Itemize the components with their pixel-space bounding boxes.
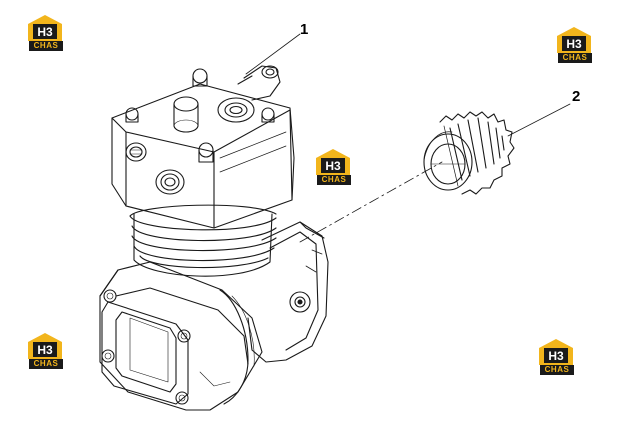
head-bolt-1 xyxy=(192,68,208,84)
watermark-logo: H3 CHAS xyxy=(312,148,354,186)
discharge-port xyxy=(217,97,255,123)
air-compressor-part-1 xyxy=(99,65,329,411)
cover-bolt-1 xyxy=(103,289,117,303)
logo-mark-icon: H3 xyxy=(28,333,62,359)
svg-text:H3: H3 xyxy=(325,159,341,173)
svg-text:H3: H3 xyxy=(37,343,53,357)
cooling-fin-3 xyxy=(131,235,277,252)
svg-text:H3: H3 xyxy=(37,25,53,39)
cooling-fin-1 xyxy=(129,215,277,231)
cover-bolt-3 xyxy=(101,349,115,363)
assembly-axis-line xyxy=(299,161,443,243)
logo-text: CHAS xyxy=(29,41,63,51)
gear-teeth xyxy=(439,111,515,195)
logo-mark-icon: H3 xyxy=(539,339,573,365)
side-port-outlet xyxy=(155,169,185,195)
side-port-threaded xyxy=(125,142,147,162)
cylinder-body xyxy=(133,213,273,277)
watermark-logo: H3 CHAS xyxy=(535,338,577,376)
logo-mark-icon: H3 xyxy=(28,15,62,41)
cover-bolt-2 xyxy=(177,329,191,343)
gear-hub xyxy=(423,133,473,191)
callout-number-2: 2 xyxy=(572,88,581,105)
logo-mark-icon: H3 xyxy=(557,27,591,53)
logo-text: CHAS xyxy=(317,175,351,185)
svg-text:H3: H3 xyxy=(566,37,582,51)
intake-port xyxy=(173,96,199,112)
head-bolt-3 xyxy=(261,107,275,121)
watermark-logo: H3 CHAS xyxy=(24,14,66,52)
drive-gear-part-2 xyxy=(423,111,515,195)
elbow-fitting xyxy=(243,65,281,101)
cover-bolt-4 xyxy=(175,391,189,405)
leader-line-1 xyxy=(245,33,301,75)
cooling-fin-2 xyxy=(131,225,277,242)
callout-number-1: 1 xyxy=(300,21,309,38)
svg-text:H3: H3 xyxy=(548,349,564,363)
logo-mark-icon: H3 xyxy=(316,149,350,175)
logo-text: CHAS xyxy=(29,359,63,369)
crankcase-housing xyxy=(99,261,263,411)
mounting-flange xyxy=(247,221,329,363)
logo-text: CHAS xyxy=(558,53,592,63)
logo-text: CHAS xyxy=(540,365,574,375)
cooling-fin-4 xyxy=(133,245,275,262)
watermark-logo: H3 CHAS xyxy=(553,26,595,64)
leader-line-2 xyxy=(507,103,571,137)
watermark-logo: H3 CHAS xyxy=(24,332,66,370)
front-cover-plate xyxy=(101,301,189,405)
flange-port xyxy=(289,291,311,313)
